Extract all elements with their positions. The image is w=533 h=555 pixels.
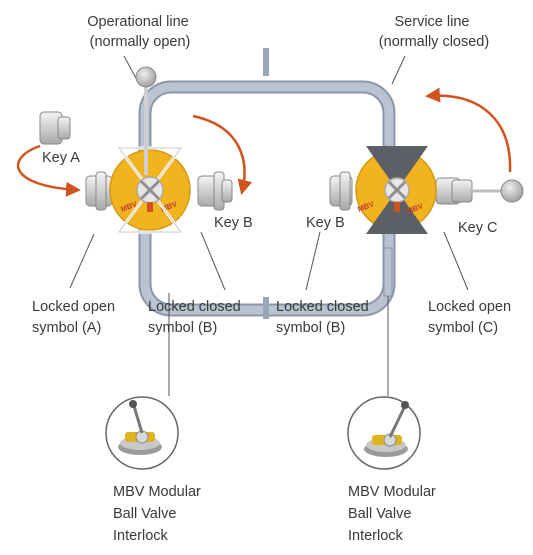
mbv-left-label: MBV Modular Ball Valve Interlock xyxy=(113,484,205,544)
key-c-knob xyxy=(500,179,524,203)
pipe-bottom-right-extension xyxy=(383,247,393,297)
key-b-right-label: Key B xyxy=(306,215,345,231)
locked-open-c-label: Locked open symbol (C) xyxy=(428,299,515,336)
locked-closed-b-right-label: Locked closed symbol (B) xyxy=(276,299,373,336)
leader-locked-closed-b-right xyxy=(305,231,321,291)
locked-closed-b-left-label: Locked closed symbol (B) xyxy=(148,299,245,336)
locked-open-a-label: Locked open symbol (A) xyxy=(32,299,119,336)
mbv-device-right xyxy=(347,396,421,470)
locked-closed-symbol-b-top xyxy=(366,146,428,190)
arrow-key-a xyxy=(16,144,81,197)
arrow-key-c xyxy=(425,87,512,173)
operational-line-label: Operational line (normally open) xyxy=(87,14,193,50)
leader-lines xyxy=(69,55,469,396)
pipe-stub-bottom xyxy=(263,297,269,319)
mbv-right-label: MBV Modular Ball Valve Interlock xyxy=(348,484,440,544)
key-c-label: Key C xyxy=(458,220,498,236)
key-b-left-label: Key B xyxy=(214,215,253,231)
key-a xyxy=(39,111,71,145)
arrow-left-valve xyxy=(192,114,253,195)
left-interlock-valve: MBV MBV xyxy=(85,66,233,234)
left-handle-knob xyxy=(135,66,157,88)
mbv-device-left xyxy=(105,396,179,470)
leader-locked-open-c xyxy=(443,231,469,291)
pipe-stub-top xyxy=(263,48,269,76)
leader-locked-open-a xyxy=(69,233,95,289)
leader-service-line xyxy=(391,55,406,85)
service-line-label: Service line (normally closed) xyxy=(379,14,489,50)
motion-arrows xyxy=(16,87,512,197)
leader-locked-closed-b-left xyxy=(200,231,226,291)
right-interlock-valve: MBV MBV xyxy=(329,146,524,234)
key-a-label: Key A xyxy=(42,150,80,166)
